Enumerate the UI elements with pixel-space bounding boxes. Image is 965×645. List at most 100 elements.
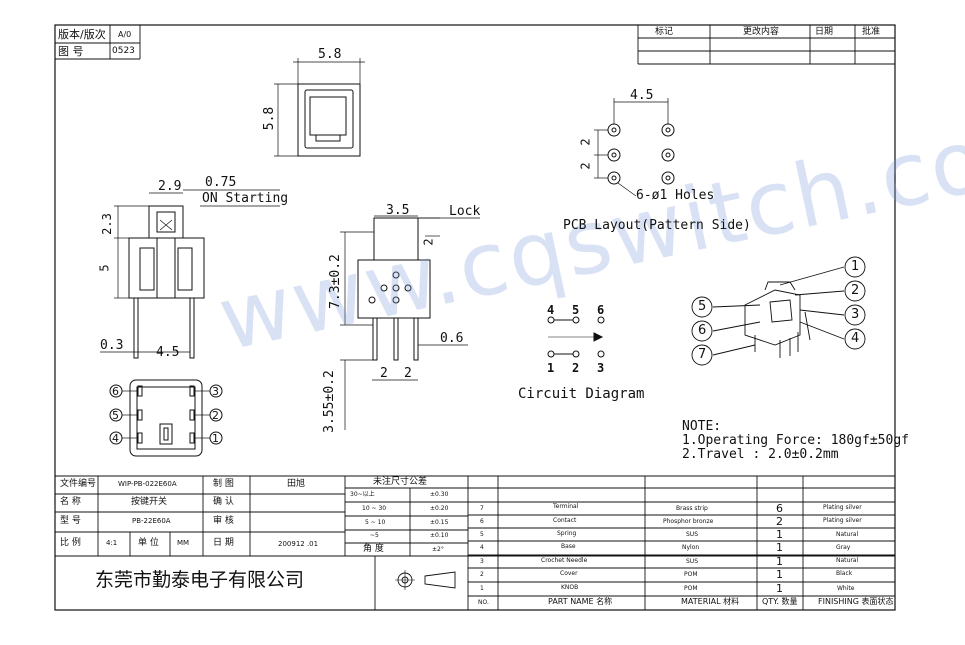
drawing-no-value: 0523 bbox=[112, 46, 135, 56]
unit-label: 单 位 bbox=[138, 538, 159, 548]
tol-value-1: ±0.20 bbox=[430, 505, 449, 512]
tol-value-2: ±0.15 bbox=[430, 519, 449, 526]
company-name: 东莞市勤泰电子有限公司 bbox=[95, 569, 305, 591]
bom-header-no: NO. bbox=[478, 599, 489, 606]
dim-on-starting: ON Starting bbox=[202, 191, 289, 206]
bom-qty: 1 bbox=[776, 541, 783, 554]
bom-material: SUS bbox=[686, 558, 699, 565]
pin-label-3: 3 bbox=[212, 385, 219, 398]
tol-range-2: 5 ~ 10 bbox=[365, 519, 386, 526]
bom-finish: Natural bbox=[836, 531, 859, 538]
bom-part: Base bbox=[561, 543, 576, 550]
bom-material: POM bbox=[684, 585, 698, 592]
bom-finish: Gray bbox=[836, 544, 851, 551]
pin-label-1: 1 bbox=[212, 432, 219, 445]
bom-qty: 1 bbox=[776, 568, 783, 581]
bom-qty: 1 bbox=[776, 528, 783, 541]
version-value: A/0 bbox=[118, 30, 132, 39]
bom-header-qty: QTY. 数量 bbox=[762, 597, 798, 606]
draw-value: 田旭 bbox=[287, 479, 306, 489]
front-view bbox=[100, 189, 280, 359]
dim-side-73: 7.3±0.2 bbox=[327, 254, 343, 309]
bom-part: Cover bbox=[560, 570, 578, 577]
circuit-title: Circuit Diagram bbox=[518, 386, 645, 402]
bottom-pin-view bbox=[109, 379, 223, 457]
bom-no: 7 bbox=[480, 505, 484, 512]
bom-no: 4 bbox=[480, 544, 484, 551]
bom-finish: Plating silver bbox=[823, 504, 862, 511]
dim-front-45: 4.5 bbox=[156, 345, 180, 360]
rev-col-approve: 批准 bbox=[862, 27, 881, 37]
tol-range-4: 角 度 bbox=[363, 544, 384, 554]
pcb-layout-title: PCB Layout(Pattern Side) bbox=[563, 218, 751, 233]
dim-top-width: 5.8 bbox=[318, 47, 342, 62]
revision-table bbox=[637, 25, 895, 65]
unit-value: MM bbox=[177, 539, 190, 547]
bom-qty: 6 bbox=[776, 502, 783, 515]
title-block bbox=[55, 475, 895, 610]
bom-qty: 1 bbox=[776, 555, 783, 568]
review-label: 审 核 bbox=[213, 516, 234, 526]
bom-material: POM bbox=[684, 571, 698, 578]
bom-part: Crochet Needle bbox=[541, 557, 588, 564]
drawing-frame bbox=[54, 24, 896, 611]
dim-side-355: 3.55±0.2 bbox=[321, 370, 337, 433]
dim-front-h2: 5 bbox=[97, 264, 112, 272]
callout-6: 6 bbox=[698, 323, 707, 338]
rev-col-date: 日期 bbox=[815, 27, 834, 37]
circuit-pin-1: 1 bbox=[547, 361, 555, 375]
name-value: 按键开关 bbox=[131, 497, 168, 507]
note-line-2: 2.Travel : 2.0±0.2mm bbox=[682, 447, 839, 462]
dim-side-35: 3.5 bbox=[386, 203, 410, 218]
name-label: 名 称 bbox=[60, 497, 81, 507]
note-line-1: 1.Operating Force: 180gf±50gf bbox=[682, 433, 909, 448]
side-view bbox=[340, 215, 480, 430]
callout-5: 5 bbox=[698, 299, 707, 314]
bom-header-finish: FINISHING 表面状态 bbox=[818, 597, 894, 606]
pin-label-6: 6 bbox=[112, 385, 119, 398]
bom-no: 3 bbox=[480, 558, 484, 565]
circuit-diagram bbox=[547, 316, 605, 358]
bom-no: 5 bbox=[480, 531, 484, 538]
bom-material: Phosphor bronze bbox=[663, 518, 714, 525]
dim-pcb-2b: 2 bbox=[578, 162, 593, 170]
dim-pcb-2a: 2 bbox=[578, 138, 593, 146]
drawing-no-label: 图 号 bbox=[58, 45, 84, 58]
bom-material: Nylon bbox=[682, 544, 700, 551]
dim-front-03: 0.3 bbox=[100, 338, 124, 353]
tol-value-0: ±0.30 bbox=[430, 491, 449, 498]
dim-side-06: 0.6 bbox=[440, 331, 464, 346]
bom-header-part: PART NAME 名称 bbox=[548, 597, 613, 606]
tol-value-3: ±0.10 bbox=[430, 532, 449, 539]
date-value: 200912 .01 bbox=[278, 540, 319, 548]
circuit-pin-3: 3 bbox=[597, 361, 605, 375]
bom-part: KNOB bbox=[561, 584, 579, 591]
circuit-pin-2: 2 bbox=[572, 361, 580, 375]
dim-side-2b: 2 bbox=[404, 366, 412, 381]
confirm-label: 确 认 bbox=[213, 497, 234, 507]
date-label: 日 期 bbox=[213, 538, 234, 548]
bom-no: 1 bbox=[480, 585, 484, 592]
file-no-label: 文件编号 bbox=[60, 479, 97, 489]
dim-front-w1: 2.9 bbox=[158, 179, 182, 194]
bom-no: 6 bbox=[480, 518, 484, 525]
dim-top-height: 5.8 bbox=[262, 106, 278, 131]
scale-label: 比 例 bbox=[60, 538, 81, 548]
callout-2: 2 bbox=[851, 283, 860, 298]
callout-4: 4 bbox=[851, 331, 860, 346]
dim-pcb-holes: 6-ø1 Holes bbox=[636, 188, 715, 203]
version-label: 版本/版次 bbox=[58, 28, 106, 41]
bom-qty: 1 bbox=[776, 582, 783, 595]
pin-label-4: 4 bbox=[112, 432, 119, 445]
circuit-pin-5: 5 bbox=[572, 303, 580, 317]
rev-col-mark: 标记 bbox=[655, 27, 674, 37]
exploded-view bbox=[691, 256, 866, 366]
bom-part: Spring bbox=[557, 530, 577, 537]
pin-label-2: 2 bbox=[212, 409, 219, 422]
top-view bbox=[274, 58, 365, 157]
file-no-value: WIP-PB-022E60A bbox=[118, 480, 177, 488]
circuit-pin-4: 4 bbox=[547, 303, 555, 317]
pcb-layout bbox=[594, 98, 675, 197]
circuit-pin-6: 6 bbox=[597, 303, 605, 317]
